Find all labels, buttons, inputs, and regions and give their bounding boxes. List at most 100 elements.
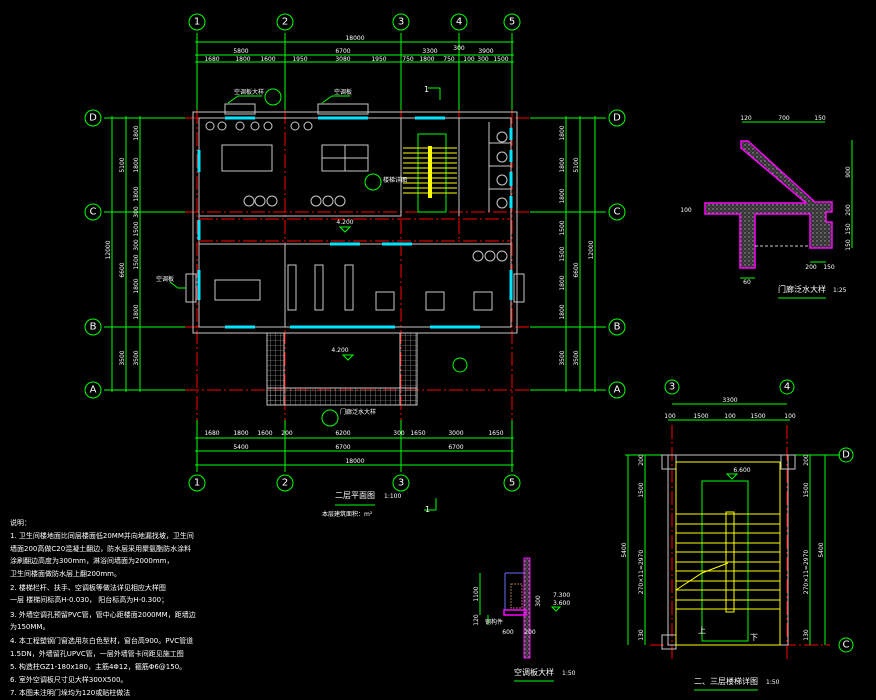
grid-label: 3 <box>398 478 404 489</box>
dim-label: 120 <box>740 115 752 122</box>
note-line: 为150MM。 <box>10 622 49 631</box>
canopy-detail-title: 门廊泛水大样 <box>778 284 826 294</box>
plan-stair <box>403 133 457 213</box>
notes-heading: 说明： <box>10 518 31 527</box>
dim-label: 200 <box>281 430 293 437</box>
dim-label: 6200 <box>335 430 350 437</box>
bottom-dimensions: 1680 1800 1600 200 6200 300 1650 3000 16… <box>195 430 514 466</box>
dim-label: 200 <box>803 454 810 466</box>
grid-label: D <box>613 113 621 124</box>
grid-label: C <box>614 207 621 218</box>
dim-label: 6600 <box>119 262 126 277</box>
dim-label: 3500 <box>559 350 566 365</box>
note-line: 6. 室外空调板尺寸见大样300X500。 <box>10 675 127 684</box>
section-mark: 1 <box>424 85 429 94</box>
note-line: 3. 外墙空调孔预留PVC管，管中心距楼面2000MM，距墙边 <box>10 610 196 619</box>
dim-label: 1800 <box>133 157 140 172</box>
grid-label: A <box>614 385 621 396</box>
dim-label: 3300 <box>722 397 737 404</box>
dim-label: 1800 <box>559 125 566 140</box>
grid-label: 2 <box>282 17 288 28</box>
dim-label: 钢构件 <box>485 618 503 626</box>
porch: 4.200 4.200 <box>266 219 418 406</box>
dim-label: 300 <box>453 45 465 52</box>
dim-label: 1500 <box>750 413 765 420</box>
dim-label: 300 <box>477 56 489 63</box>
dim-label: 130 <box>803 629 810 641</box>
dim-label: 100 <box>784 413 796 420</box>
dim-label: 1950 <box>292 56 307 63</box>
design-notes: 说明： 1. 卫生间楼地面比同层楼面低20MM并向地漏找坡，卫生间 墙面200高… <box>10 518 196 697</box>
dim-label: 600 <box>502 629 514 636</box>
section-mark: 1 <box>425 505 430 514</box>
dim-label: 700 <box>778 115 790 122</box>
stair-up-label: 上 <box>698 626 706 635</box>
level-label: 7.300 <box>553 592 570 599</box>
dim-label: 1500 <box>803 482 810 497</box>
furniture <box>205 121 508 311</box>
grid-label: 1 <box>194 17 200 28</box>
dim-label: 200 <box>845 204 852 216</box>
grid-label: 4 <box>784 382 790 393</box>
dim-label: 1800 <box>559 188 566 203</box>
dim-label: 3000 <box>448 430 463 437</box>
dim-label: 1800 <box>559 157 566 172</box>
level-label: 3.600 <box>553 600 570 607</box>
left-dimensions: 12000 5100 6600 3500 1800 1800 1800 300 … <box>105 116 141 392</box>
dim-label: 300 <box>133 239 140 251</box>
grid-bubbles-top: 1 2 3 4 5 <box>188 13 521 31</box>
dim-label: 100 <box>724 413 736 420</box>
dim-label: 300 <box>133 206 140 218</box>
grid-label: D <box>89 113 97 124</box>
dim-label: 1800 <box>133 186 140 201</box>
dim-label: 6700 <box>335 48 350 55</box>
note-line: 一层 楼梯间标高H-0.030， 阳台标高为H-0.300； <box>10 595 168 604</box>
grid-label: 2 <box>282 478 288 489</box>
callout-label: 门廊泛水大样 <box>340 408 376 416</box>
dim-label: 5100 <box>119 157 126 172</box>
dim-label: 1800 <box>133 125 140 140</box>
dim-label: 1800 <box>559 304 566 319</box>
dim-label: 3500 <box>119 350 126 365</box>
dim-label: 3500 <box>133 350 140 365</box>
stair-detail-title: 二、三层楼梯详图 <box>694 676 758 686</box>
dim-label: 200 <box>805 264 817 271</box>
dim-label: 6700 <box>335 444 350 451</box>
grid-bubbles-right: D C B A <box>608 109 626 399</box>
right-dimensions: 12000 5100 6600 3500 1800 1800 1800 1500… <box>559 116 596 392</box>
dim-label: 1800 <box>133 278 140 293</box>
dim-label: 1600 <box>260 56 275 63</box>
plan-callouts: 空调板大样 空调板 门廊泛水大样 空调板 楼梯详图 1 <box>156 85 525 427</box>
dim-label: 1650 <box>488 430 503 437</box>
grid-label: 4 <box>456 17 462 28</box>
note-line: 1. 卫生间楼地面比同层楼面低20MM并向地漏找坡，卫生间 <box>10 531 194 540</box>
dim-label: 1500 <box>559 220 566 235</box>
dim-label: 1680 <box>204 430 219 437</box>
dim-label: 1500 <box>133 254 140 269</box>
dim-label: 3900 <box>478 48 493 55</box>
dim-label: 6600 <box>573 262 580 277</box>
note-line: 卫生间楼面做防水层上翻200mm。 <box>10 569 121 578</box>
top-dimensions: 18000 5800 6700 3300 3900 300 1680 1800 … <box>195 35 514 63</box>
dim-label: 150 <box>814 115 826 122</box>
dim-label: 18000 <box>345 35 364 42</box>
callout-label: 空调板大样 <box>234 88 264 96</box>
dim-label: 100 <box>680 207 692 214</box>
callout-label: 空调板 <box>334 88 352 96</box>
canopy-detail-scale: 1:25 <box>833 287 847 294</box>
grid-label: D <box>842 450 850 461</box>
canopy-detail: 120 700 150 900 200 150 150 200 150 100 … <box>680 115 853 299</box>
dim-label: 3080 <box>335 56 350 63</box>
stair-detail-scale: 1:50 <box>766 679 780 686</box>
dim-label: 1650 <box>410 430 425 437</box>
floor-plan: 1 2 3 4 5 1 2 3 5 D C B A D C B A 18 <box>84 13 626 518</box>
note-line: 5. 构造柱GZ1-180x180，主筋4Φ12，箍筋Φ6@150。 <box>10 662 186 671</box>
grid-bubbles-left: D C B A <box>84 109 102 399</box>
dim-label: 1600 <box>257 430 272 437</box>
dim-label: 130 <box>638 629 645 641</box>
dim-label: 5400 <box>233 444 248 451</box>
stair-level: 6.600 <box>733 467 750 474</box>
grid-bubbles-bottom: 1 2 3 5 <box>188 474 521 492</box>
plan-area-note: 本层建筑面积：m² <box>322 510 373 518</box>
